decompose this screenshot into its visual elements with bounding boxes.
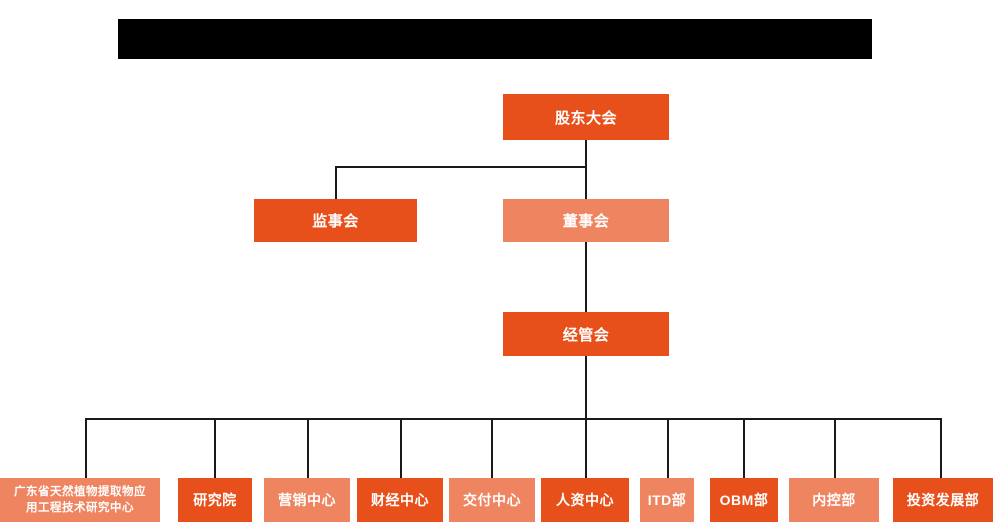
node-department-investment-development[interactable]: 投资发展部	[893, 478, 993, 522]
connector-to-supervisors	[335, 166, 337, 199]
node-label: 交付中心	[463, 492, 521, 508]
node-label: 研究院	[193, 492, 237, 508]
connector-to-dept-8	[834, 418, 836, 478]
connector-to-dept-1	[214, 418, 216, 478]
connector-to-dept-9	[940, 418, 942, 478]
connector-to-directors	[585, 166, 587, 199]
connector-to-dept-4	[491, 418, 493, 478]
connector-bus-departments	[85, 418, 941, 420]
node-board-of-supervisors[interactable]: 监事会	[254, 199, 417, 242]
node-label: 经管会	[562, 326, 610, 344]
connector-to-dept-7	[743, 418, 745, 478]
node-department-finance-center[interactable]: 财经中心	[357, 478, 443, 522]
node-label: OBM部	[719, 492, 769, 508]
node-label: 营销中心	[278, 492, 336, 508]
title-banner	[118, 19, 872, 59]
node-label: 广东省天然植物提取物应 用工程技术研究中心	[4, 484, 156, 516]
connector-to-dept-0	[85, 418, 87, 478]
connector-directors-to-management	[585, 242, 587, 312]
connector-bus-level2	[335, 166, 587, 168]
node-management-committee[interactable]: 经管会	[503, 312, 669, 356]
node-department-obm[interactable]: OBM部	[710, 478, 778, 522]
connector-to-dept-5	[585, 418, 587, 478]
connector-management-to-bus	[585, 356, 587, 419]
node-label: 投资发展部	[906, 492, 980, 508]
node-label-line2: 用工程技术研究中心	[26, 502, 134, 514]
node-label-line1: 广东省天然植物提取物应	[14, 486, 146, 498]
node-department-hr-center[interactable]: 人资中心	[541, 478, 629, 522]
node-label: 财经中心	[371, 492, 429, 508]
node-label: 人资中心	[556, 492, 614, 508]
node-label: 监事会	[312, 213, 359, 230]
node-label: ITD部	[647, 492, 687, 508]
node-label: 内控部	[812, 492, 856, 508]
node-department-marketing-center[interactable]: 营销中心	[264, 478, 350, 522]
node-label: 董事会	[562, 213, 610, 230]
node-shareholders-meeting[interactable]: 股东大会	[503, 94, 669, 140]
node-board-of-directors[interactable]: 董事会	[503, 199, 669, 242]
connector-to-dept-2	[307, 418, 309, 478]
node-department-internal-control[interactable]: 内控部	[789, 478, 879, 522]
node-label: 股东大会	[554, 109, 617, 127]
connector-to-dept-3	[400, 418, 402, 478]
node-department-research-institute[interactable]: 研究院	[178, 478, 252, 522]
node-department-itd[interactable]: ITD部	[640, 478, 694, 522]
node-department-delivery-center[interactable]: 交付中心	[449, 478, 535, 522]
node-department-guangdong-research-center[interactable]: 广东省天然植物提取物应 用工程技术研究中心	[0, 478, 160, 522]
connector-to-dept-6	[667, 418, 669, 478]
connector-shareholders-down	[585, 140, 587, 168]
